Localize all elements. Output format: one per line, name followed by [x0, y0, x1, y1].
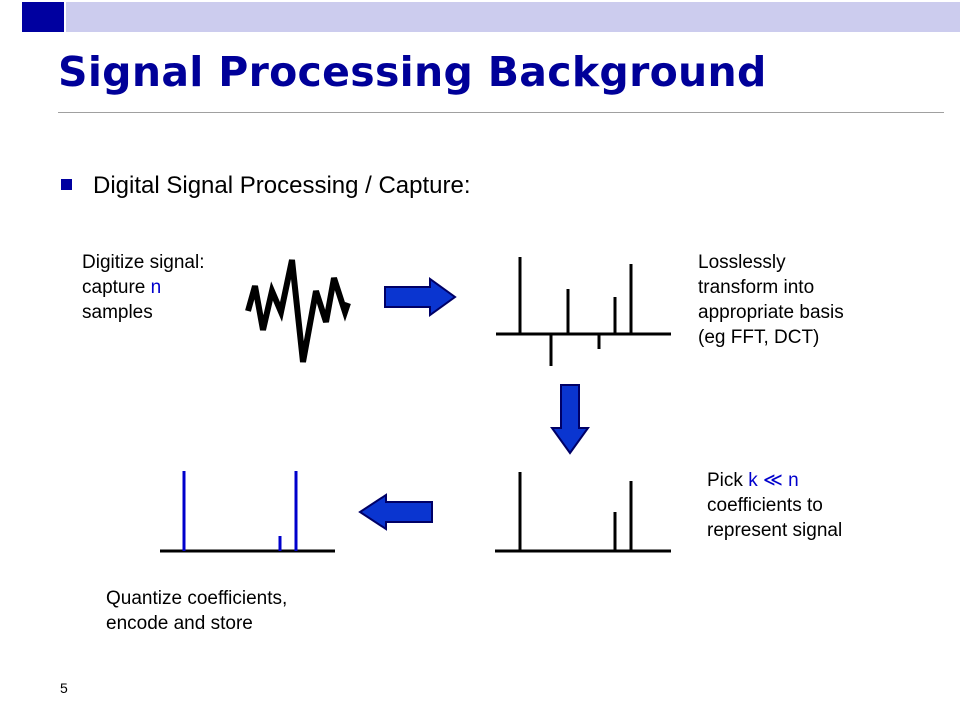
bullet-text: Digital Signal Processing / Capture: — [93, 172, 471, 199]
label-digitize-line2: capture n — [82, 275, 205, 300]
header-accent-block — [22, 2, 64, 32]
label-transform: Losslessly transform into appropriate ba… — [698, 250, 844, 350]
bullet-square-icon — [61, 179, 72, 190]
label-digitize-line3: samples — [82, 302, 153, 323]
label-pick-line1: Pick k ≪ n — [707, 468, 842, 493]
title-divider — [58, 112, 944, 113]
label-quantize-line1: Quantize coefficients, — [106, 588, 288, 609]
zigzag-signal-icon — [245, 259, 351, 363]
picked-coefficient-plot — [495, 472, 671, 553]
label-digitize-text: capture — [82, 277, 151, 298]
label-pick: Pick k ≪ n coefficients to represent sig… — [707, 468, 842, 543]
arrow-right-icon — [384, 277, 457, 317]
variable-n: n — [150, 277, 162, 298]
transform-coefficient-plot — [496, 257, 671, 366]
label-quantize-line2: encode and store — [106, 613, 253, 634]
slide-title: Signal Processing Background — [58, 48, 767, 96]
label-transform-line2: transform into — [698, 277, 815, 298]
label-digitize: Digitize signal: capture n samples — [82, 250, 205, 325]
header-strip — [66, 2, 960, 32]
label-quantize: Quantize coefficients, encode and store — [106, 586, 287, 636]
label-pick-text: Pick — [707, 470, 749, 491]
arrow-down-icon — [550, 384, 590, 455]
label-digitize-line1: Digitize signal: — [82, 252, 205, 273]
label-transform-line1: Losslessly — [698, 252, 786, 273]
label-pick-line3: represent signal — [707, 520, 843, 541]
label-transform-line4: (eg FFT, DCT) — [698, 327, 820, 348]
quantized-coefficient-plot — [160, 471, 335, 553]
slide-number: 5 — [60, 680, 68, 696]
label-transform-line3: appropriate basis — [698, 302, 844, 323]
label-pick-line2: coefficients to — [707, 495, 823, 516]
variable-k-much-less-n: k ≪ n — [748, 470, 799, 491]
arrow-left-icon — [358, 493, 433, 531]
